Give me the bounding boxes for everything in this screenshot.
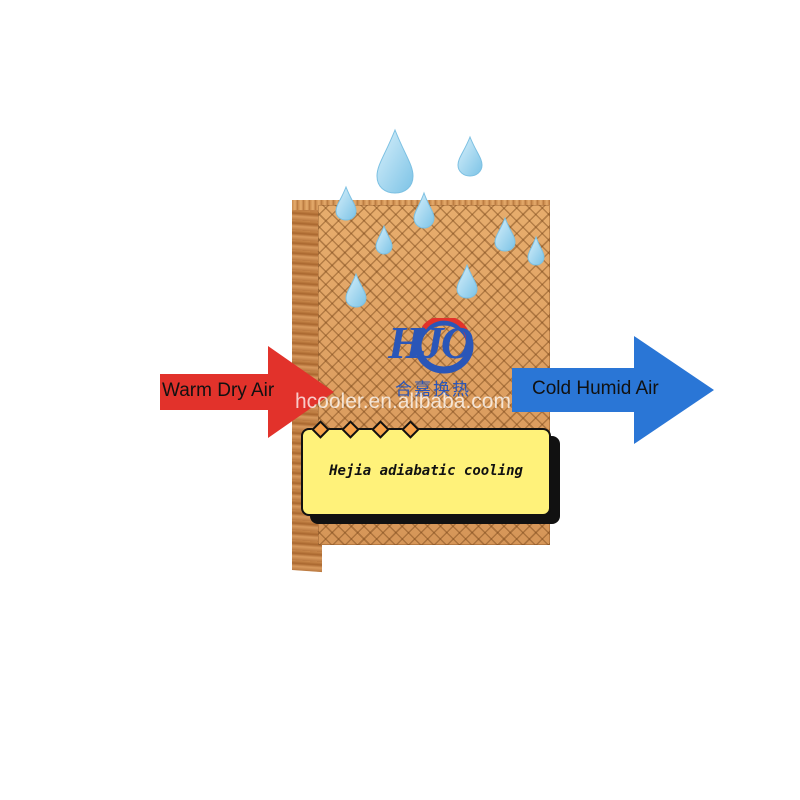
logo-letters: HJO <box>388 317 474 368</box>
droplet-icon <box>494 216 516 252</box>
droplet-icon <box>376 128 414 194</box>
cold-humid-air-label: Cold Humid Air <box>532 378 659 399</box>
cold-air-arrow <box>512 336 714 444</box>
droplet-icon <box>335 185 357 221</box>
banner-box <box>301 428 551 516</box>
logo-emblem-icon <box>414 318 474 374</box>
logo-chinese-text: 合嘉换热 <box>395 380 471 400</box>
droplet-icon <box>413 191 435 229</box>
droplet-icon <box>345 272 367 308</box>
droplet-icon <box>456 263 478 299</box>
watermark-text: hcooler.en.alibaba.com <box>295 390 511 413</box>
banner-text: Hejia adiabatic cooling <box>329 463 523 479</box>
droplet-icon <box>457 135 483 177</box>
droplet-icon <box>527 235 545 266</box>
warm-air-arrow <box>160 346 334 438</box>
droplet-icon <box>375 224 393 255</box>
warm-dry-air-label: Warm Dry Air <box>162 380 275 401</box>
